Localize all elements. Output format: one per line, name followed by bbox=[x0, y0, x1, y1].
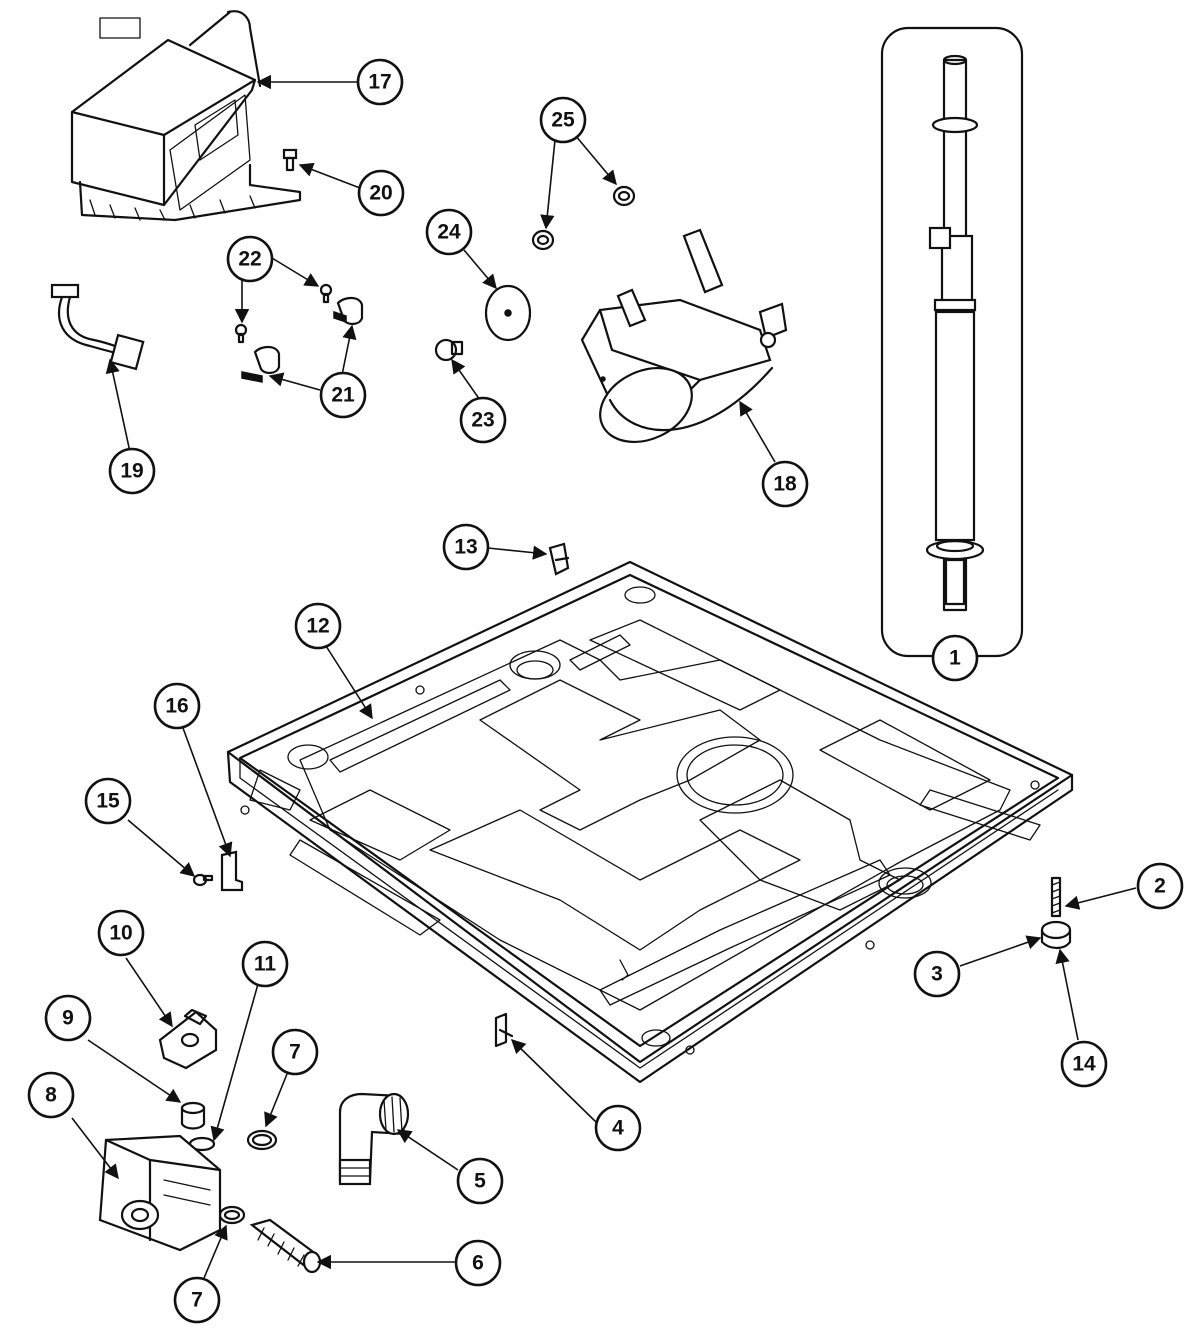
callout-label: 20 bbox=[369, 182, 392, 205]
callout-label: 7 bbox=[289, 1041, 301, 1064]
callout-23: 23 bbox=[459, 396, 507, 444]
callout-label: 8 bbox=[45, 1084, 57, 1107]
bracket-16 bbox=[220, 850, 244, 892]
wire-harness bbox=[50, 283, 145, 371]
callout-label: 18 bbox=[773, 473, 797, 496]
callout-label: 1 bbox=[949, 647, 961, 670]
grommets-25 bbox=[531, 185, 636, 251]
callout-label: 3 bbox=[931, 963, 943, 986]
pump-cover-10 bbox=[158, 1008, 218, 1070]
clips-21 bbox=[241, 296, 364, 383]
callout-label: 16 bbox=[165, 695, 188, 718]
callout-label: 11 bbox=[254, 953, 277, 976]
pump-8 bbox=[98, 1134, 222, 1252]
leader-lines bbox=[71, 74, 1137, 1279]
hose-6 bbox=[249, 1218, 322, 1274]
callout-label: 25 bbox=[551, 109, 575, 132]
callout-5: 5 bbox=[456, 1157, 504, 1205]
callout-20: 20 bbox=[357, 169, 405, 217]
callout-3: 3 bbox=[913, 950, 961, 998]
callout-15: 15 bbox=[84, 777, 132, 825]
callout-16: 16 bbox=[153, 682, 201, 730]
screw-15 bbox=[192, 873, 214, 887]
hose-clamps-7 bbox=[218, 1129, 278, 1225]
callout-label: 21 bbox=[331, 384, 355, 407]
callout-19: 19 bbox=[108, 447, 156, 495]
screws-22 bbox=[234, 283, 333, 344]
elbow-hose-5 bbox=[338, 1092, 410, 1186]
callout-label: 12 bbox=[306, 615, 329, 638]
foot-pad-3-14 bbox=[1040, 920, 1072, 950]
callout-label: 23 bbox=[471, 409, 494, 432]
callout-label: 9 bbox=[62, 1007, 74, 1030]
callout-12: 12 bbox=[294, 602, 342, 650]
callout-label: 5 bbox=[474, 1170, 486, 1193]
callout-label: 4 bbox=[612, 1117, 624, 1140]
callout-17: 17 bbox=[356, 58, 404, 106]
callout-label: 6 bbox=[472, 1252, 484, 1275]
callout-label: 17 bbox=[368, 71, 391, 94]
callout-25: 25 bbox=[539, 96, 587, 144]
callout-label: 2 bbox=[1154, 875, 1166, 898]
callout-11: 11 bbox=[241, 940, 289, 988]
callout-label: 15 bbox=[96, 790, 120, 813]
plug-23 bbox=[434, 338, 464, 362]
callout-9: 9 bbox=[44, 994, 92, 1042]
screw-20 bbox=[282, 148, 298, 172]
control-box bbox=[70, 10, 302, 222]
callout-label: 19 bbox=[120, 460, 143, 483]
callout-13: 13 bbox=[442, 523, 490, 571]
callout-label: 24 bbox=[437, 221, 461, 244]
callout-24: 24 bbox=[425, 208, 473, 256]
callout-21: 21 bbox=[319, 371, 367, 419]
callout-6: 6 bbox=[454, 1239, 502, 1287]
callout-label: 22 bbox=[238, 248, 261, 271]
callout-7-upper: 7 bbox=[271, 1028, 319, 1076]
callout-2: 2 bbox=[1136, 862, 1184, 910]
callout-label: 13 bbox=[454, 536, 477, 559]
clip-13 bbox=[548, 542, 570, 576]
callout-label: 10 bbox=[109, 922, 132, 945]
clip-4 bbox=[494, 1012, 514, 1048]
leveling-leg-2 bbox=[1050, 876, 1062, 918]
callout-10: 10 bbox=[97, 909, 145, 957]
callout-14: 14 bbox=[1060, 1040, 1108, 1088]
cap-9 bbox=[180, 1101, 206, 1130]
motor-18 bbox=[580, 228, 788, 443]
callout-18: 18 bbox=[761, 460, 809, 508]
callout-4: 4 bbox=[594, 1104, 642, 1152]
callout-7-lower: 7 bbox=[173, 1276, 221, 1324]
callout-8: 8 bbox=[27, 1071, 75, 1119]
callout-label: 7 bbox=[191, 1289, 203, 1312]
callout-label: 14 bbox=[1072, 1053, 1096, 1076]
callout-22: 22 bbox=[226, 235, 274, 283]
base-plate bbox=[226, 560, 1074, 1084]
callout-1: 1 bbox=[931, 634, 979, 682]
disc-24 bbox=[484, 284, 532, 342]
suspension-tube bbox=[880, 26, 1024, 658]
